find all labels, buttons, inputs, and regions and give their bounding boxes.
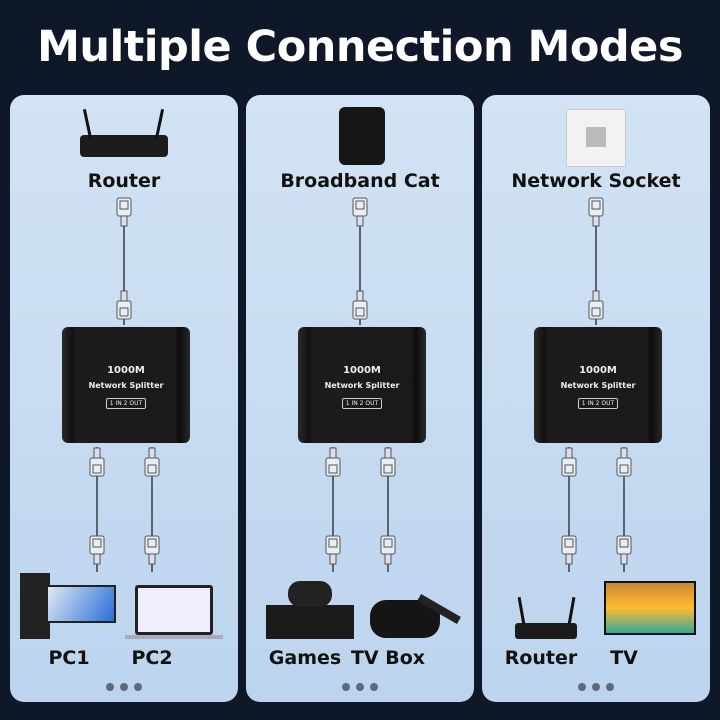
connection-mode-panel: Broadband Cat 1000M Network Splitter 1 I… <box>246 95 474 702</box>
splitter-speed: 1000M <box>107 365 145 376</box>
output-label-2: PC2 <box>131 647 173 669</box>
connection-mode-panel: Router 1000M Network Splitter 1 IN 2 OUT… <box>10 95 238 702</box>
rj45-plug-icon <box>89 447 105 477</box>
network-splitter-device: 1000M Network Splitter 1 IN 2 OUT <box>62 327 190 443</box>
splitter-name: Network Splitter <box>324 381 400 390</box>
pagination-dots <box>482 678 710 696</box>
output-label-1: Router <box>504 647 578 669</box>
network-splitter-device: 1000M Network Splitter 1 IN 2 OUT <box>298 327 426 443</box>
pagination-dots <box>246 678 474 696</box>
source-label: Router <box>87 170 161 192</box>
output-label-1: PC1 <box>48 647 90 669</box>
splitter-name: Network Splitter <box>560 381 636 390</box>
splitter-speed: 1000M <box>343 365 381 376</box>
rj45-plug-icon <box>116 197 132 227</box>
output-label-1: Games <box>268 647 342 669</box>
rj45-plug-icon <box>352 197 368 227</box>
pagination-dots <box>10 678 238 696</box>
rj45-plug-icon <box>325 447 341 477</box>
output-label-2: TV <box>610 647 638 669</box>
connection-mode-panel: Network Socket 1000M Network Splitter 1 … <box>482 95 710 702</box>
rj45-plug-icon <box>561 447 577 477</box>
splitter-speed: 1000M <box>579 365 617 376</box>
cable <box>151 447 153 572</box>
source-label: Network Socket <box>511 170 681 192</box>
rj45-plug-icon <box>380 535 396 565</box>
rj45-plug-icon <box>561 535 577 565</box>
rj45-plug-icon <box>588 290 604 320</box>
cable <box>359 200 361 325</box>
page-title: Multiple Connection Modes <box>37 22 683 72</box>
rj45-plug-icon <box>116 290 132 320</box>
rj45-plug-icon <box>144 535 160 565</box>
splitter-mode: 1 IN 2 OUT <box>341 398 383 409</box>
rj45-plug-icon <box>380 447 396 477</box>
cable <box>332 447 334 572</box>
cable <box>595 200 597 325</box>
rj45-plug-icon <box>89 535 105 565</box>
rj45-plug-icon <box>352 290 368 320</box>
network-splitter-device: 1000M Network Splitter 1 IN 2 OUT <box>534 327 662 443</box>
rj45-plug-icon <box>616 447 632 477</box>
cable <box>123 200 125 325</box>
cable <box>96 447 98 572</box>
rj45-plug-icon <box>588 197 604 227</box>
rj45-plug-icon <box>325 535 341 565</box>
splitter-name: Network Splitter <box>88 381 164 390</box>
cable <box>568 447 570 572</box>
rj45-plug-icon <box>616 535 632 565</box>
output-label-2: TV Box <box>350 647 426 669</box>
source-label: Broadband Cat <box>280 170 440 192</box>
splitter-mode: 1 IN 2 OUT <box>105 398 147 409</box>
cable <box>387 447 389 572</box>
cable <box>623 447 625 572</box>
rj45-plug-icon <box>144 447 160 477</box>
splitter-mode: 1 IN 2 OUT <box>577 398 619 409</box>
